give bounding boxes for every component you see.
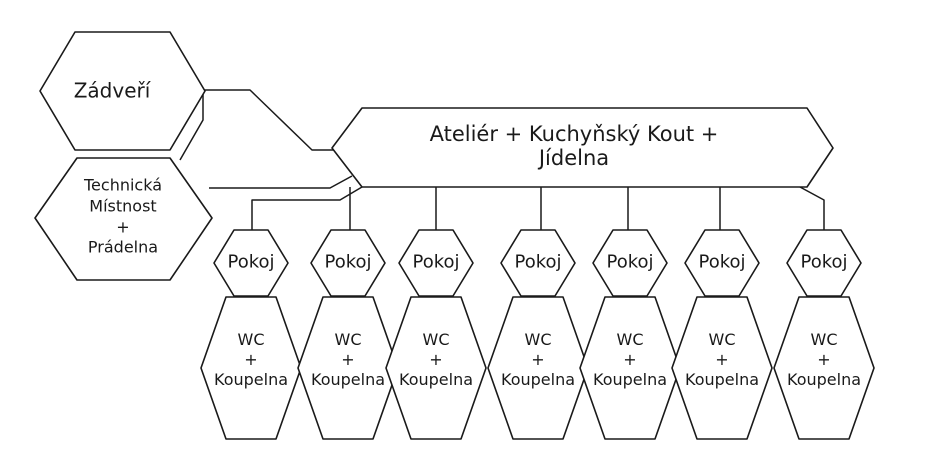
connector-studio-rooms [251,186,825,232]
studio-label: Ateliér + Kuchyňský Kout + Jídelna [429,121,719,170]
technical-room-label: Technická Místnost + Prádelna [83,175,163,257]
bathroom-label: WC + Koupelna [398,330,474,389]
room-label: Pokoj [800,251,848,273]
bathroom-hexagon [773,296,875,440]
room-label: Pokoj [606,251,654,273]
connector-studio-technical [209,175,353,189]
connector-entry-technical [179,90,204,161]
room-label: Pokoj [227,251,275,273]
connector-entry-studio [203,89,336,151]
room-hexagon [500,229,576,297]
studio-hexagon [331,107,834,188]
room-label: Pokoj [412,251,460,273]
technical-room-hexagon [34,157,213,281]
room-hexagon [786,229,862,297]
room-label: Pokoj [514,251,562,273]
bathroom-label: WC + Koupelna [213,330,289,389]
room-label: Pokoj [324,251,372,273]
room-hexagon [592,229,668,297]
bathroom-hexagon [385,296,487,440]
room-hexagon [310,229,386,297]
room-label: Pokoj [698,251,746,273]
bathroom-hexagon [671,296,773,440]
bathroom-label: WC + Koupelna [684,330,760,389]
room-hexagon [684,229,760,297]
room-hexagon [213,229,289,297]
bathroom-label: WC + Koupelna [310,330,386,389]
entry-hexagon [39,31,206,151]
bathroom-label: WC + Koupelna [786,330,862,389]
bathroom-label: WC + Koupelna [500,330,576,389]
bathroom-label: WC + Koupelna [592,330,668,389]
room-hexagon [398,229,474,297]
entry-label: Zádveří [73,78,151,103]
